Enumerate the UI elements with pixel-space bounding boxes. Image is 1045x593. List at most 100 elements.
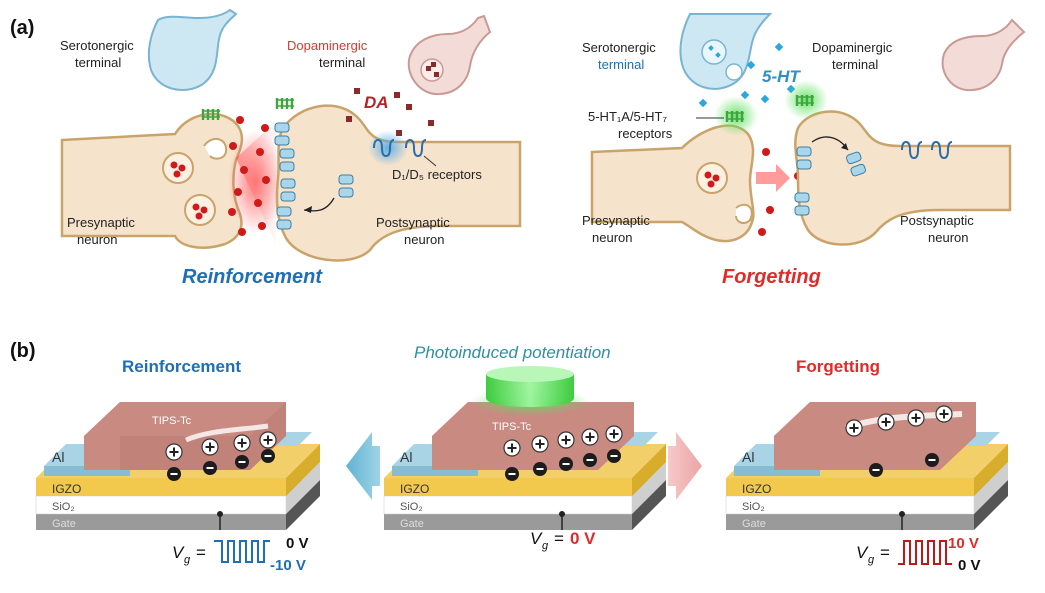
exocytosis-pit-left xyxy=(203,137,228,160)
hole-5 xyxy=(503,439,521,457)
label-tipstc-1: TIPS-Tc xyxy=(152,415,192,427)
vesicle-dot xyxy=(170,161,178,169)
dopaminergic-terminal-left xyxy=(407,14,492,96)
tipstc-body xyxy=(774,402,976,470)
hole-3 xyxy=(233,434,251,452)
gate-side xyxy=(384,514,632,530)
exocytosis-pit-right xyxy=(735,203,753,224)
vg-r-eq: = xyxy=(196,543,206,562)
ht-molecule xyxy=(760,94,770,104)
ht-in-vesicle xyxy=(715,52,721,58)
vg-f-top: 10 V xyxy=(948,535,979,552)
label-igzo-1: IGZO xyxy=(52,482,81,496)
hole-13 xyxy=(935,405,953,423)
neurotransmitter xyxy=(262,176,270,184)
gate-contact-3 xyxy=(899,511,905,517)
vg-f-bottom: 0 V xyxy=(958,557,981,574)
electron-6 xyxy=(532,461,548,477)
electron-10 xyxy=(868,462,884,478)
da-square xyxy=(431,62,436,67)
sio2-edge xyxy=(632,462,666,514)
neurotransmitter xyxy=(758,228,766,236)
ht-molecule xyxy=(774,42,784,52)
label-5ht: 5-HT xyxy=(762,67,801,86)
hole-6 xyxy=(531,435,549,453)
electron-4 xyxy=(260,448,276,464)
label-d1d5-receptors: D₁/D₅ receptors xyxy=(392,167,482,182)
da-square xyxy=(434,72,439,77)
label-gate-2: Gate xyxy=(400,518,424,530)
vesicle-dot xyxy=(704,171,712,179)
electron-8 xyxy=(582,452,598,468)
label-al-1: Al xyxy=(52,449,64,465)
electron-7 xyxy=(558,456,574,472)
label-gate-1: Gate xyxy=(52,518,76,530)
vesicle-dot xyxy=(173,170,181,178)
igzo-side xyxy=(36,478,286,496)
tipstc-body xyxy=(432,402,634,470)
hole-12 xyxy=(907,409,925,427)
label-postsynaptic-right-2: neuron xyxy=(928,230,968,245)
panel-b-label: (b) xyxy=(10,340,36,362)
receptor-leader-left xyxy=(423,155,437,167)
internalization-arrowhead xyxy=(841,143,848,150)
electron-3 xyxy=(234,454,250,470)
arrow-to-forgetting xyxy=(668,432,702,500)
label-al-2: Al xyxy=(400,449,412,465)
release-beam xyxy=(236,122,276,244)
da-square xyxy=(426,66,431,71)
label-al-3: Al xyxy=(742,449,754,465)
neurotransmitter xyxy=(258,222,266,230)
electron-1 xyxy=(166,466,182,482)
traffic-arrowhead-left xyxy=(304,206,312,213)
release-pit-right xyxy=(725,63,743,81)
da-molecule xyxy=(354,88,360,94)
gate-edge xyxy=(974,480,1008,530)
neurotransmitter xyxy=(238,228,246,236)
label-presynaptic-right-1: Presynaptic xyxy=(582,213,650,228)
electron-9 xyxy=(606,448,622,464)
label-gate-3: Gate xyxy=(742,518,766,530)
hole-11 xyxy=(877,413,895,431)
electron-2 xyxy=(202,460,218,476)
pulse-positive xyxy=(898,540,952,565)
vesicle-serotonin-right xyxy=(701,39,727,65)
neurotransmitter xyxy=(254,199,262,207)
dopaminergic-terminal-right xyxy=(941,18,1026,92)
label-sio2-3: SiO₂ xyxy=(742,501,765,513)
label-dopaminergic-left-2: terminal xyxy=(319,55,365,70)
postsynaptic-neuron-right xyxy=(794,110,1012,246)
label-serotonergic-right-1: Serotonergic xyxy=(582,40,656,55)
label-postsynaptic-left-1: Postsynaptic xyxy=(376,215,450,230)
vesicle-dot xyxy=(195,212,203,220)
neurotransmitter xyxy=(240,166,248,174)
vesicle-left-1 xyxy=(162,152,194,184)
label-dopaminergic-left-1: Dopaminergic xyxy=(287,38,368,53)
neurotransmitter xyxy=(256,148,264,156)
title-photoinduced: Photoinduced potentiation xyxy=(414,343,611,362)
label-postsynaptic-left-2: neuron xyxy=(404,232,444,247)
label-sio2-1: SiO₂ xyxy=(52,501,75,513)
gate-edge xyxy=(632,480,666,530)
panel-a-label: (a) xyxy=(10,17,34,39)
hole-4 xyxy=(259,431,277,449)
label-da: DA xyxy=(364,93,389,112)
hole-10 xyxy=(845,419,863,437)
sio2-edge xyxy=(286,462,320,514)
light-source xyxy=(486,374,574,407)
hole-8 xyxy=(581,428,599,446)
da-molecule xyxy=(396,130,402,136)
light-source-top xyxy=(486,366,574,382)
label-presynaptic-left-1: Presynaptic xyxy=(67,215,135,230)
da-molecule xyxy=(406,104,412,110)
postsynaptic-neuron-left xyxy=(275,104,522,262)
igzo-edge xyxy=(632,444,666,496)
label-sio2-2: SiO₂ xyxy=(400,501,423,513)
igzo-edge xyxy=(286,444,320,496)
gate-edge xyxy=(286,480,320,530)
vg-f-v: V xyxy=(856,543,869,562)
hole-1 xyxy=(165,443,183,461)
neurotransmitter xyxy=(229,142,237,150)
hole-2 xyxy=(201,438,219,456)
label-dopaminergic-right-2: terminal xyxy=(832,57,878,72)
